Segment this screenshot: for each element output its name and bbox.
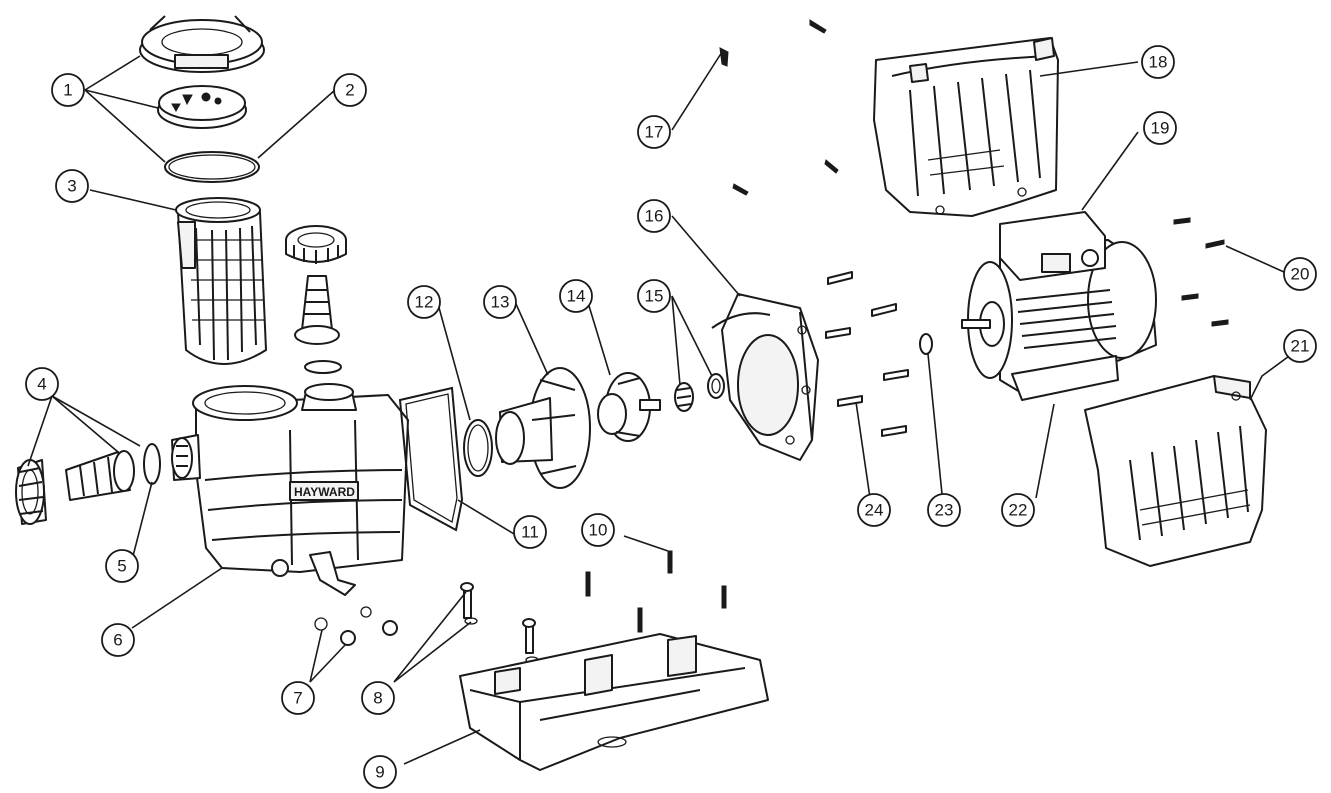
union-nut-left (15, 459, 47, 525)
callout-22-label: 22 (1009, 501, 1028, 520)
callout-16: 16 (637, 199, 671, 233)
callout-24-label: 24 (865, 501, 884, 520)
callout-6-label: 6 (113, 631, 122, 650)
union-nut-upper (285, 225, 347, 264)
callout-3-label: 3 (67, 177, 76, 196)
impeller (597, 372, 661, 442)
shaft-slinger (919, 333, 933, 355)
callout-9-label: 9 (375, 763, 384, 782)
callout-20-label: 20 (1291, 265, 1310, 284)
cover-screws (719, 19, 839, 196)
callout-9: 9 (363, 755, 397, 789)
callout-22: 22 (1001, 493, 1035, 527)
callout-11: 11 (513, 515, 547, 549)
callout-11-label: 11 (521, 523, 539, 542)
motor (961, 211, 1157, 401)
callout-8-label: 8 (373, 689, 382, 708)
seal-plate-bolts (825, 271, 909, 437)
callout-15-label: 15 (645, 287, 664, 306)
callout-3: 3 (55, 169, 89, 203)
lid-o-ring (164, 151, 260, 183)
strainer-cover-lock-ring (139, 15, 265, 73)
callout-16-label: 16 (645, 207, 664, 226)
callout-7-label: 7 (293, 689, 302, 708)
callout-23-label: 23 (935, 501, 954, 520)
strainer-basket (175, 197, 267, 365)
leader-lines (27, 51, 1301, 765)
callout-5-label: 5 (117, 557, 126, 576)
callout-17: 17 (637, 115, 671, 149)
callout-13: 13 (483, 285, 517, 319)
callout-10: 10 (581, 513, 615, 547)
callout-21-label: 21 (1291, 337, 1310, 356)
callout-1-label: 1 (63, 81, 72, 100)
callout-18: 18 (1141, 45, 1175, 79)
seal-plate (711, 293, 819, 461)
shaft-seal (674, 373, 725, 412)
callout-23: 23 (927, 493, 961, 527)
callout-8: 8 (361, 681, 395, 715)
callout-6: 6 (101, 623, 135, 657)
tail-piece-upper (294, 275, 342, 374)
callout-5: 5 (105, 549, 139, 583)
pump-base (459, 633, 769, 771)
callout-2: 2 (333, 73, 367, 107)
callout-14-label: 14 (567, 287, 586, 306)
base-bolts (460, 582, 539, 664)
callout-17-label: 17 (645, 123, 664, 142)
brand-logo-text: HAYWARD (294, 485, 355, 499)
drain-plugs (314, 606, 398, 646)
pump-housing (171, 383, 409, 596)
union-o-ring-left (143, 443, 161, 485)
callout-7: 7 (281, 681, 315, 715)
callout-12: 12 (407, 285, 441, 319)
diffuser (495, 367, 591, 489)
callout-15: 15 (637, 279, 671, 313)
callout-1: 1 (51, 73, 85, 107)
callout-20: 20 (1283, 257, 1317, 291)
callout-13-label: 13 (491, 293, 510, 312)
callout-24: 24 (857, 493, 891, 527)
lower-motor-cover (1084, 375, 1267, 567)
strainer-cover-lid (157, 85, 247, 129)
callout-2-label: 2 (345, 81, 354, 100)
callout-10-label: 10 (589, 521, 608, 540)
tail-piece-left (65, 450, 135, 501)
callout-19: 19 (1143, 111, 1177, 145)
callout-4-label: 4 (37, 375, 46, 394)
callout-18-label: 18 (1149, 53, 1168, 72)
callout-12-label: 12 (415, 293, 434, 312)
diffuser-o-ring (463, 419, 493, 477)
base-screws (585, 550, 727, 633)
callout-21: 21 (1283, 329, 1317, 363)
callout-19-label: 19 (1151, 119, 1170, 138)
housing-gasket (398, 386, 464, 532)
callout-4: 4 (25, 367, 59, 401)
upper-motor-cover (873, 37, 1059, 217)
motor-screws (1173, 217, 1229, 327)
callout-14: 14 (559, 279, 593, 313)
